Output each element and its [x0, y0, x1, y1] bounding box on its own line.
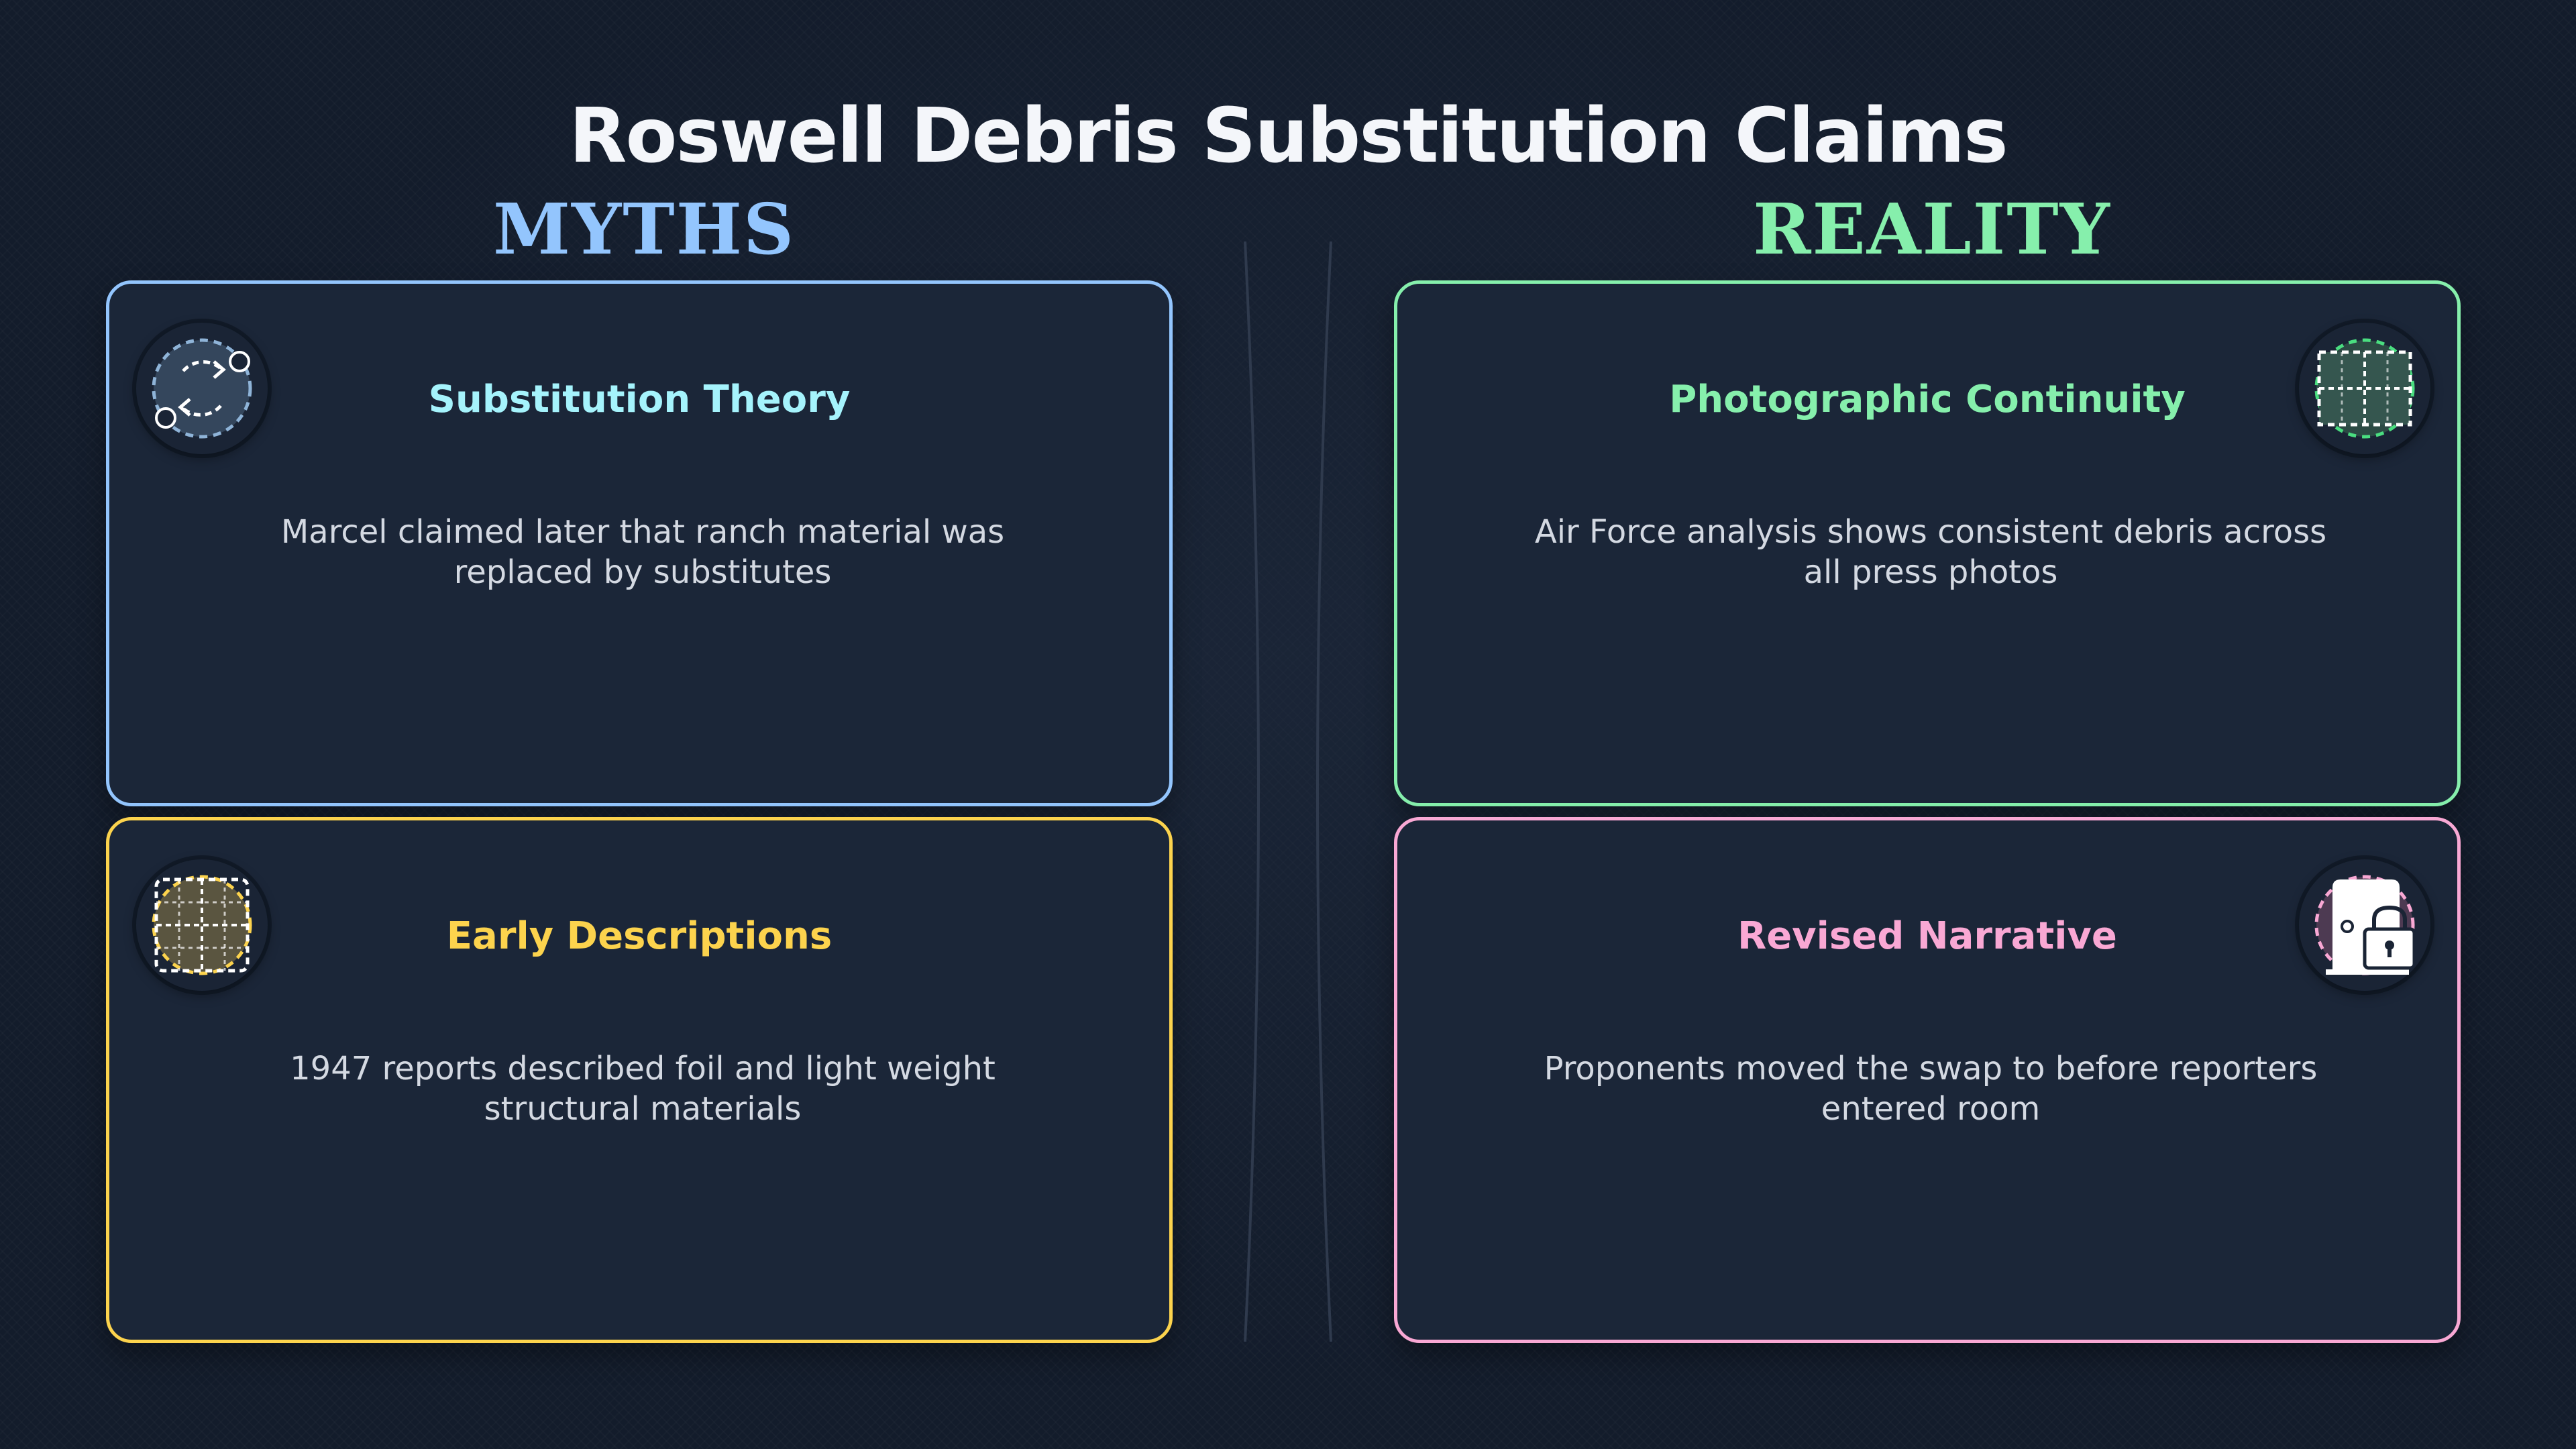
card-photographic-continuity: Photographic Continuity Air Force analys… [1394, 280, 2461, 806]
center-divider [1244, 241, 1332, 1342]
card-substitution-theory: Substitution Theory Marcel claimed later… [106, 280, 1173, 806]
locked-door-icon [2299, 859, 2430, 991]
card-body: Proponents moved the swap to before repo… [1544, 1050, 2318, 1128]
reality-heading: REALITY [1753, 188, 2111, 270]
card-body: Air Force analysis shows consistent debr… [1534, 513, 2327, 591]
card-title: Photographic Continuity [1669, 378, 2186, 421]
card-early-descriptions: Early Descriptions 1947 reports describe… [106, 817, 1173, 1343]
card-title: Substitution Theory [428, 378, 851, 421]
card-body: 1947 reports described foil and light we… [290, 1050, 996, 1128]
card-title: Early Descriptions [446, 914, 833, 958]
photo-grid-icon [2299, 323, 2430, 454]
grid-icon [136, 859, 268, 991]
card-body: Marcel claimed later that ranch material… [280, 513, 1005, 591]
card-revised-narrative: Revised Narrative Proponents moved the s… [1394, 817, 2461, 1343]
card-title: Revised Narrative [1737, 914, 2117, 958]
myths-heading: MYTHS [492, 188, 796, 270]
cycle-arrows-icon [136, 323, 268, 454]
page-title: Roswell Debris Substitution Claims [569, 93, 2008, 180]
